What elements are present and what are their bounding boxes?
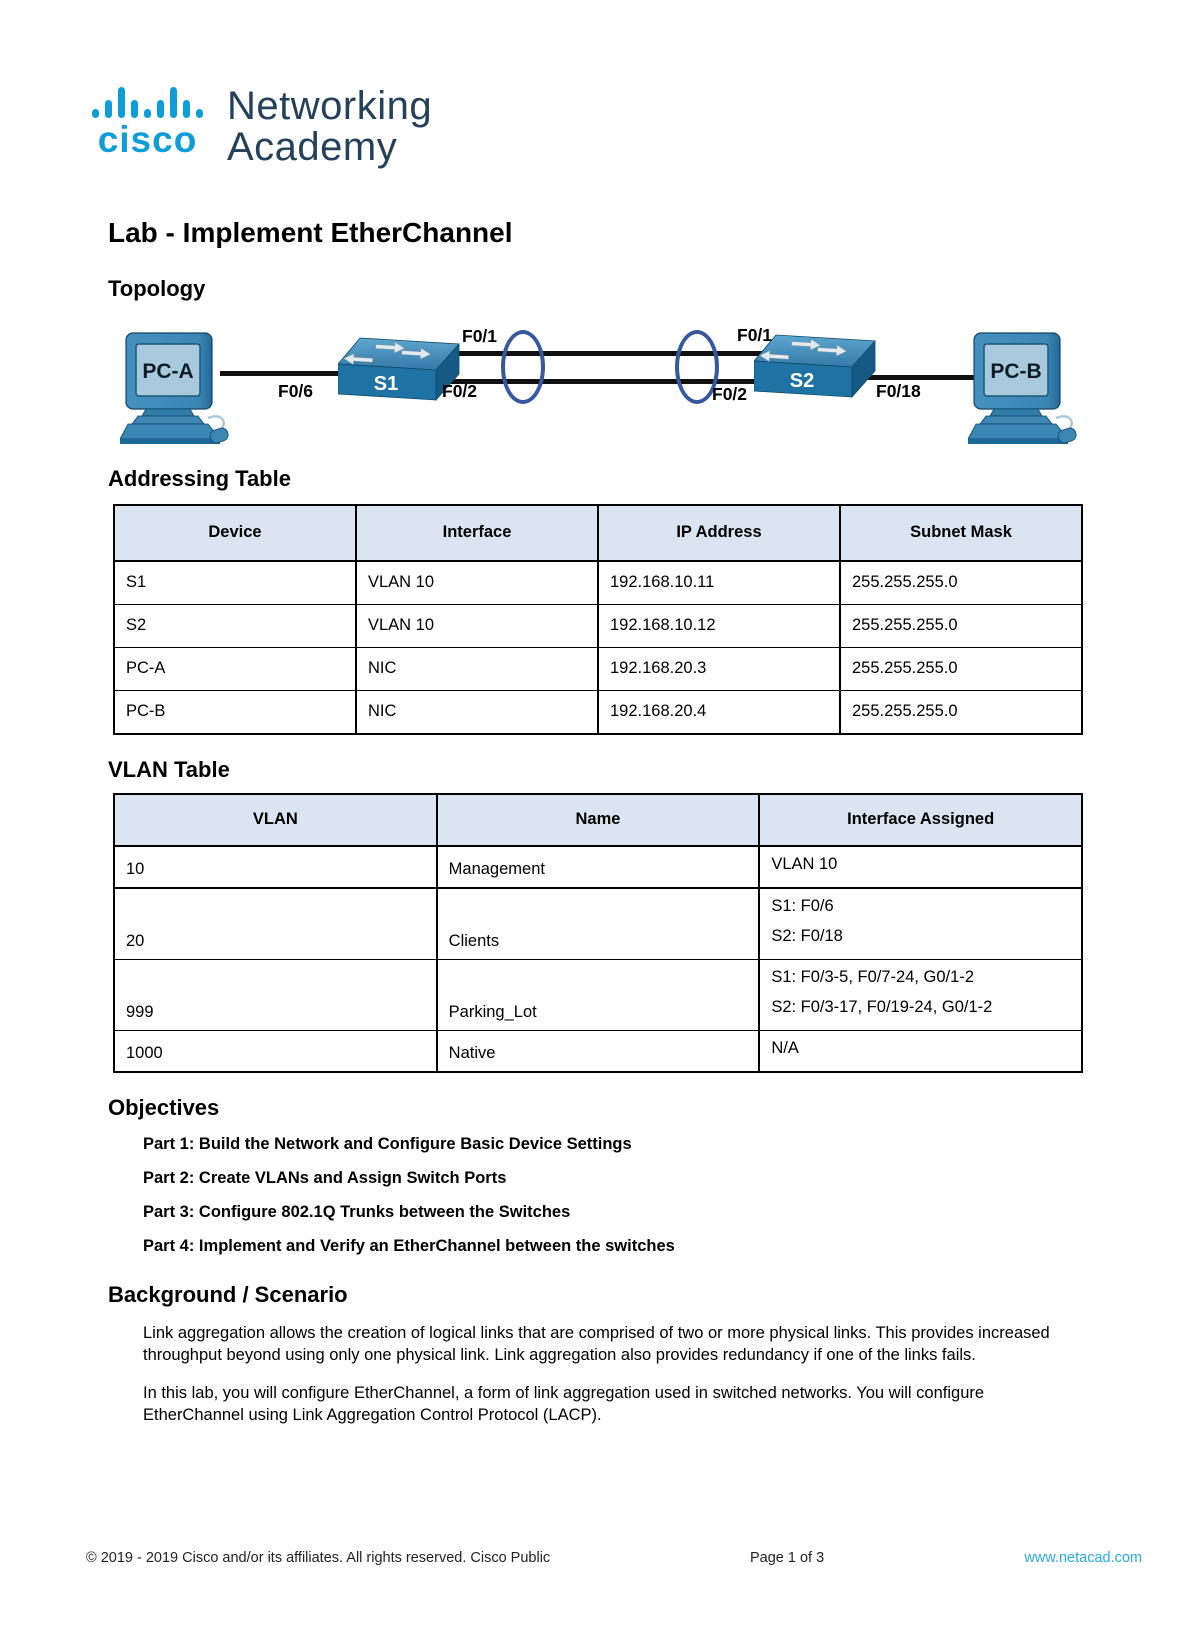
interface-line: N/A	[771, 1038, 799, 1057]
mask-cell: 255.255.255.0	[839, 560, 1083, 605]
col-header-device: Device	[113, 503, 357, 562]
vlan-name-cell: Native	[435, 1029, 761, 1073]
vlan-interfaces-cell: S1: F0/6 S2: F0/18	[758, 887, 1083, 960]
section-heading-background: Background / Scenario	[108, 1281, 348, 1307]
vlan-name-cell: Management	[435, 845, 761, 889]
objective-part-4: Part 4: Implement and Verify an EtherCha…	[143, 1236, 675, 1255]
section-heading-topology: Topology	[108, 275, 206, 301]
interface-cell: NIC	[355, 689, 599, 735]
link-s1-s2-bottom	[442, 378, 772, 384]
device-cell: PC-A	[113, 646, 357, 691]
table-row: S2 VLAN 10 192.168.10.12 255.255.255.0	[113, 603, 1083, 648]
link-pca-s1	[220, 370, 354, 376]
objective-part-2: Part 2: Create VLANs and Assign Switch P…	[143, 1168, 507, 1187]
cisco-bridge-bars-icon	[88, 86, 207, 118]
background-paragraph-2: In this lab, you will configure EtherCha…	[143, 1383, 985, 1424]
port-label-s1-f02: F0/2	[442, 380, 478, 401]
table-row: PC-B NIC 192.168.20.4 255.255.255.0	[113, 689, 1083, 735]
link-s1-s2-top	[452, 350, 782, 356]
section-heading-vlan-table: VLAN Table	[108, 756, 230, 782]
mask-cell: 255.255.255.0	[839, 646, 1083, 691]
interface-cell: VLAN 10	[355, 560, 599, 605]
topology-diagram: PC-A S1 S2	[0, 324, 1200, 462]
cisco-networking-academy-logo: cisco Networking Academy	[88, 86, 1108, 168]
port-label-s1-f06: F0/6	[278, 380, 314, 401]
port-label-s2-f02: F0/2	[712, 383, 748, 404]
cisco-logo: cisco	[88, 86, 207, 158]
col-header-ip-address: IP Address	[597, 503, 841, 562]
etherchannel-bundle-ring-left	[501, 329, 545, 404]
vlan-id-cell: 1000	[113, 1029, 438, 1073]
interface-line: S2: F0/18	[771, 926, 843, 945]
device-cell: PC-B	[113, 689, 357, 735]
mask-cell: 255.255.255.0	[839, 689, 1083, 735]
switch-s1-icon: S1	[338, 337, 460, 401]
ip-cell: 192.168.20.4	[597, 689, 841, 735]
ip-cell: 192.168.20.3	[597, 646, 841, 691]
ip-cell: 192.168.10.12	[597, 603, 841, 648]
interface-line: S1: F0/3-5, F0/7-24, G0/1-2	[771, 967, 974, 986]
vlan-id-cell: 999	[113, 958, 438, 1031]
background-paragraph-1: Link aggregation allows the creation of …	[143, 1323, 1050, 1364]
col-header-interface: Interface	[355, 503, 599, 562]
pc-a-icon: PC-A	[120, 331, 229, 444]
section-heading-addressing-table: Addressing Table	[108, 465, 291, 491]
interface-cell: VLAN 10	[355, 603, 599, 648]
page-footer: © 2019 - 2019 Cisco and/or its affiliate…	[86, 1550, 1142, 1566]
addressing-header-row: Device Interface IP Address Subnet Mask	[113, 503, 1083, 562]
col-header-name: Name	[435, 792, 761, 847]
switch-s2-icon: S2	[754, 334, 876, 398]
pc-b-label: PC-B	[990, 360, 1041, 383]
cisco-wordmark: cisco	[97, 119, 198, 160]
col-header-subnet-mask: Subnet Mask	[839, 503, 1083, 562]
vlan-id-cell: 20	[113, 887, 438, 960]
col-header-interface-assigned: Interface Assigned	[758, 792, 1083, 847]
logo-program-name: Networking Academy	[227, 86, 432, 168]
mask-cell: 255.255.255.0	[839, 603, 1083, 648]
vlan-header-row: VLAN Name Interface Assigned	[113, 792, 1083, 847]
vlan-table: VLAN Name Interface Assigned 10 Manageme…	[113, 792, 1083, 1073]
table-row: 999 Parking_Lot S1: F0/3-5, F0/7-24, G0/…	[113, 958, 1083, 1031]
vlan-interfaces-cell: N/A	[758, 1029, 1083, 1073]
interface-line: VLAN 10	[771, 854, 838, 873]
table-row: PC-A NIC 192.168.20.3 255.255.255.0	[113, 646, 1083, 691]
port-label-s1-f01: F0/1	[462, 325, 498, 346]
vlan-id-cell: 10	[113, 845, 438, 889]
copyright-text: © 2019 - 2019 Cisco and/or its affiliate…	[86, 1550, 551, 1566]
section-heading-objectives: Objectives	[108, 1094, 220, 1120]
page-title: Lab - Implement EtherChannel	[108, 216, 513, 248]
logo-name-line2: Academy	[227, 124, 398, 169]
netacad-link[interactable]: www.netacad.com	[1024, 1550, 1142, 1566]
vlan-name-cell: Clients	[435, 887, 761, 960]
col-header-vlan: VLAN	[113, 792, 438, 847]
objective-part-3: Part 3: Configure 802.1Q Trunks between …	[143, 1202, 571, 1221]
port-label-s2-f01: F0/1	[737, 324, 773, 345]
logo-name-line1: Networking	[227, 84, 433, 128]
page-number: Page 1 of 3	[750, 1550, 825, 1566]
vlan-interfaces-cell: VLAN 10	[758, 845, 1083, 889]
table-row: 1000 Native N/A	[113, 1029, 1083, 1073]
link-s2-pcb	[866, 374, 990, 380]
etherchannel-bundle-ring-right	[675, 329, 719, 404]
interface-line: S1: F0/6	[771, 896, 834, 915]
table-row: S1 VLAN 10 192.168.10.11 255.255.255.0	[113, 560, 1083, 605]
vlan-name-cell: Parking_Lot	[435, 958, 761, 1031]
device-cell: S1	[113, 560, 357, 605]
device-cell: S2	[113, 603, 357, 648]
objective-part-1: Part 1: Build the Network and Configure …	[143, 1134, 632, 1153]
ip-cell: 192.168.10.11	[597, 560, 841, 605]
switch-s2-label: S2	[790, 370, 814, 392]
pc-b-icon: PC-B	[968, 331, 1077, 444]
document-page: cisco Networking Academy Lab - Implement…	[0, 86, 1200, 1426]
switch-s1-label: S1	[374, 373, 398, 395]
interface-line: S2: F0/3-17, F0/19-24, G0/1-2	[771, 997, 993, 1016]
table-row: 10 Management VLAN 10	[113, 845, 1083, 889]
pc-a-label: PC-A	[142, 360, 193, 383]
port-label-s2-f018: F0/18	[876, 380, 921, 401]
interface-cell: NIC	[355, 646, 599, 691]
vlan-interfaces-cell: S1: F0/3-5, F0/7-24, G0/1-2 S2: F0/3-17,…	[758, 958, 1083, 1031]
addressing-table: Device Interface IP Address Subnet Mask …	[113, 503, 1083, 735]
table-row: 20 Clients S1: F0/6 S2: F0/18	[113, 887, 1083, 960]
